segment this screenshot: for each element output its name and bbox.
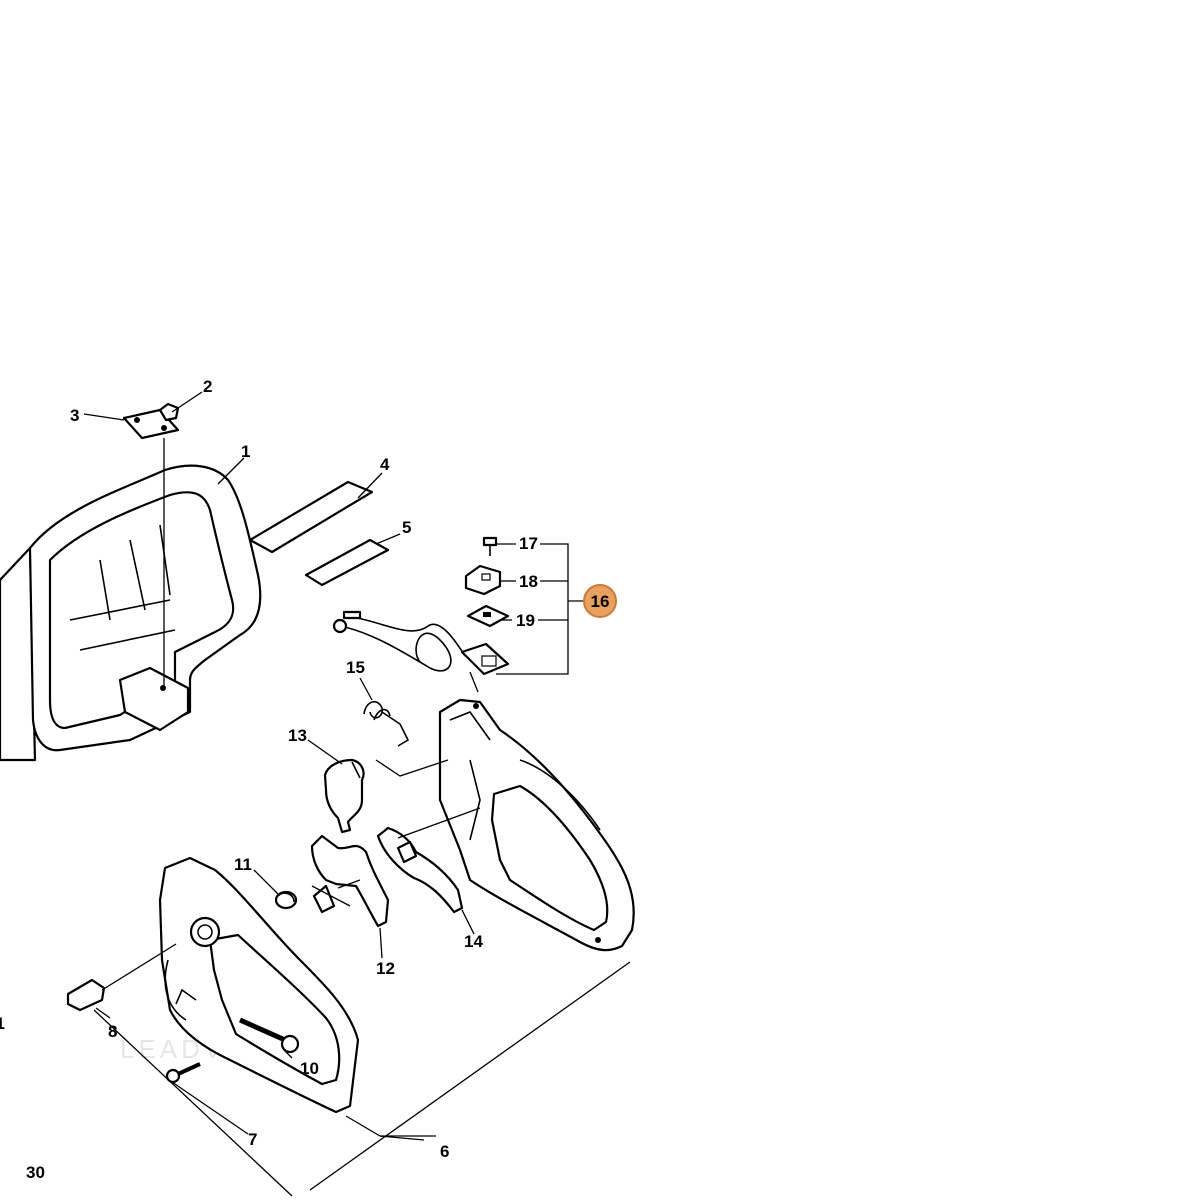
callout-8: 8 — [108, 1022, 117, 1041]
nut-18[interactable] — [464, 564, 502, 596]
callout-4: 4 — [380, 455, 390, 474]
rear-handle-left[interactable] — [158, 856, 360, 1114]
callout-18: 18 — [519, 572, 538, 591]
callout-3: 3 — [70, 406, 79, 425]
callout-19: 19 — [516, 611, 535, 630]
callout-30: 30 — [26, 1163, 45, 1182]
callout-6: 6 — [440, 1142, 449, 1161]
callout-11: 11 — [234, 855, 252, 874]
pad-19[interactable] — [466, 604, 510, 628]
callout-14: 14 — [464, 932, 483, 951]
callout-31: 31 — [0, 1014, 5, 1033]
decal-4[interactable] — [248, 480, 374, 554]
throttle-trigger-12[interactable] — [310, 834, 390, 928]
interlock-lever-13[interactable] — [323, 758, 365, 834]
front-hand-guard[interactable] — [0, 464, 262, 762]
callout-7: 7 — [248, 1130, 257, 1149]
short-circuit-switch[interactable] — [332, 610, 510, 676]
rear-handle-right[interactable] — [438, 698, 635, 952]
callout-2: 2 — [203, 377, 212, 396]
screw-7[interactable] — [165, 1062, 201, 1084]
callout-16-highlight[interactable]: 16 — [583, 584, 617, 618]
hex-nut[interactable] — [158, 402, 180, 422]
callout-16: 16 — [591, 592, 610, 611]
callout-15: 15 — [346, 658, 365, 677]
screw-10[interactable] — [238, 1017, 300, 1054]
spring-11[interactable] — [274, 890, 298, 910]
callout-13: 13 — [288, 726, 307, 745]
callout-5: 5 — [402, 518, 411, 537]
callout-1: 1 — [241, 442, 250, 461]
torsion-spring-15[interactable] — [363, 701, 410, 747]
decal-5[interactable] — [304, 538, 390, 587]
sleeve-8[interactable] — [66, 978, 106, 1012]
callout-17: 17 — [519, 534, 538, 553]
throttle-lockout-14[interactable] — [376, 826, 464, 914]
callout-10: 10 — [300, 1059, 319, 1078]
screw-17[interactable] — [482, 536, 498, 556]
callout-12: 12 — [376, 959, 395, 978]
